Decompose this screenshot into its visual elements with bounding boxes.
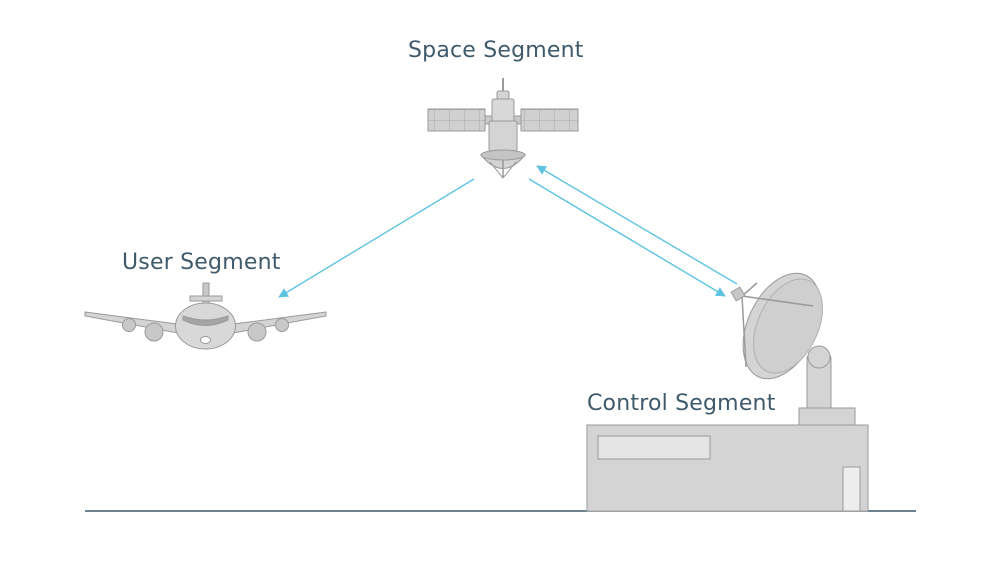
signal-arrow-to-control [528,178,726,297]
ground-station-icon [586,424,869,512]
satellite-icon [427,78,579,179]
satellite-dish-icon [730,272,856,426]
airplane-icon [84,282,327,350]
signal-arrow-to-user [278,178,475,298]
user-segment-label: User Segment [122,250,281,275]
signal-arrow-to-space [536,165,738,285]
space-segment-label: Space Segment [408,38,584,63]
control-segment-label: Control Segment [587,391,776,416]
